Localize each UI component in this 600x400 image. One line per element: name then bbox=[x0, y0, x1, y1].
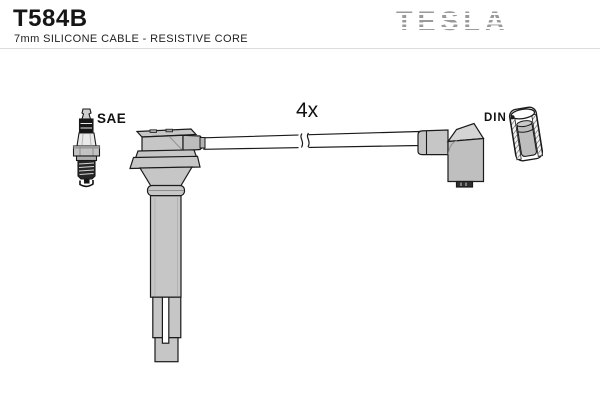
tesla-logo: TESLA bbox=[396, 6, 516, 36]
plug-ceramic bbox=[76, 132, 97, 147]
boot-outlet-tip bbox=[199, 137, 206, 149]
sae-label: SAE bbox=[97, 111, 126, 126]
boot-flange bbox=[129, 155, 201, 170]
part-number-title: T584B bbox=[13, 5, 88, 32]
plug-center-electrode bbox=[83, 178, 90, 184]
din-terminal-illustration bbox=[508, 106, 544, 162]
plug-insulator-ribs bbox=[78, 118, 94, 134]
plug-ground-electrode bbox=[79, 180, 94, 188]
logo-stripes-overlay bbox=[396, 6, 516, 36]
cable-body bbox=[203, 130, 420, 150]
cable-illustration bbox=[203, 130, 420, 151]
quantity-label: 4x bbox=[296, 99, 319, 122]
header-divider bbox=[0, 48, 600, 49]
din-label: DIN bbox=[484, 112, 507, 124]
elbow-body-front bbox=[447, 137, 485, 183]
plug-gasket bbox=[75, 155, 98, 162]
elbow-contact-nub bbox=[455, 180, 474, 188]
boot-shaft bbox=[149, 195, 182, 298]
din-cap-rim-dot bbox=[510, 115, 515, 120]
spark-plug-illustration bbox=[72, 108, 101, 188]
boot-cone bbox=[138, 166, 194, 187]
boot-terminal-slot bbox=[161, 296, 170, 344]
elbow-boot-illustration bbox=[417, 122, 485, 188]
plug-terminal bbox=[81, 108, 92, 120]
din-cap-rim bbox=[510, 108, 536, 120]
cable-spec-subtitle: 7mm SILICONE CABLE - RESISTIVE CORE bbox=[14, 33, 249, 45]
cable-break-mark bbox=[300, 132, 310, 148]
ignition-boot-illustration bbox=[129, 128, 206, 363]
elbow-barrel bbox=[417, 129, 449, 156]
